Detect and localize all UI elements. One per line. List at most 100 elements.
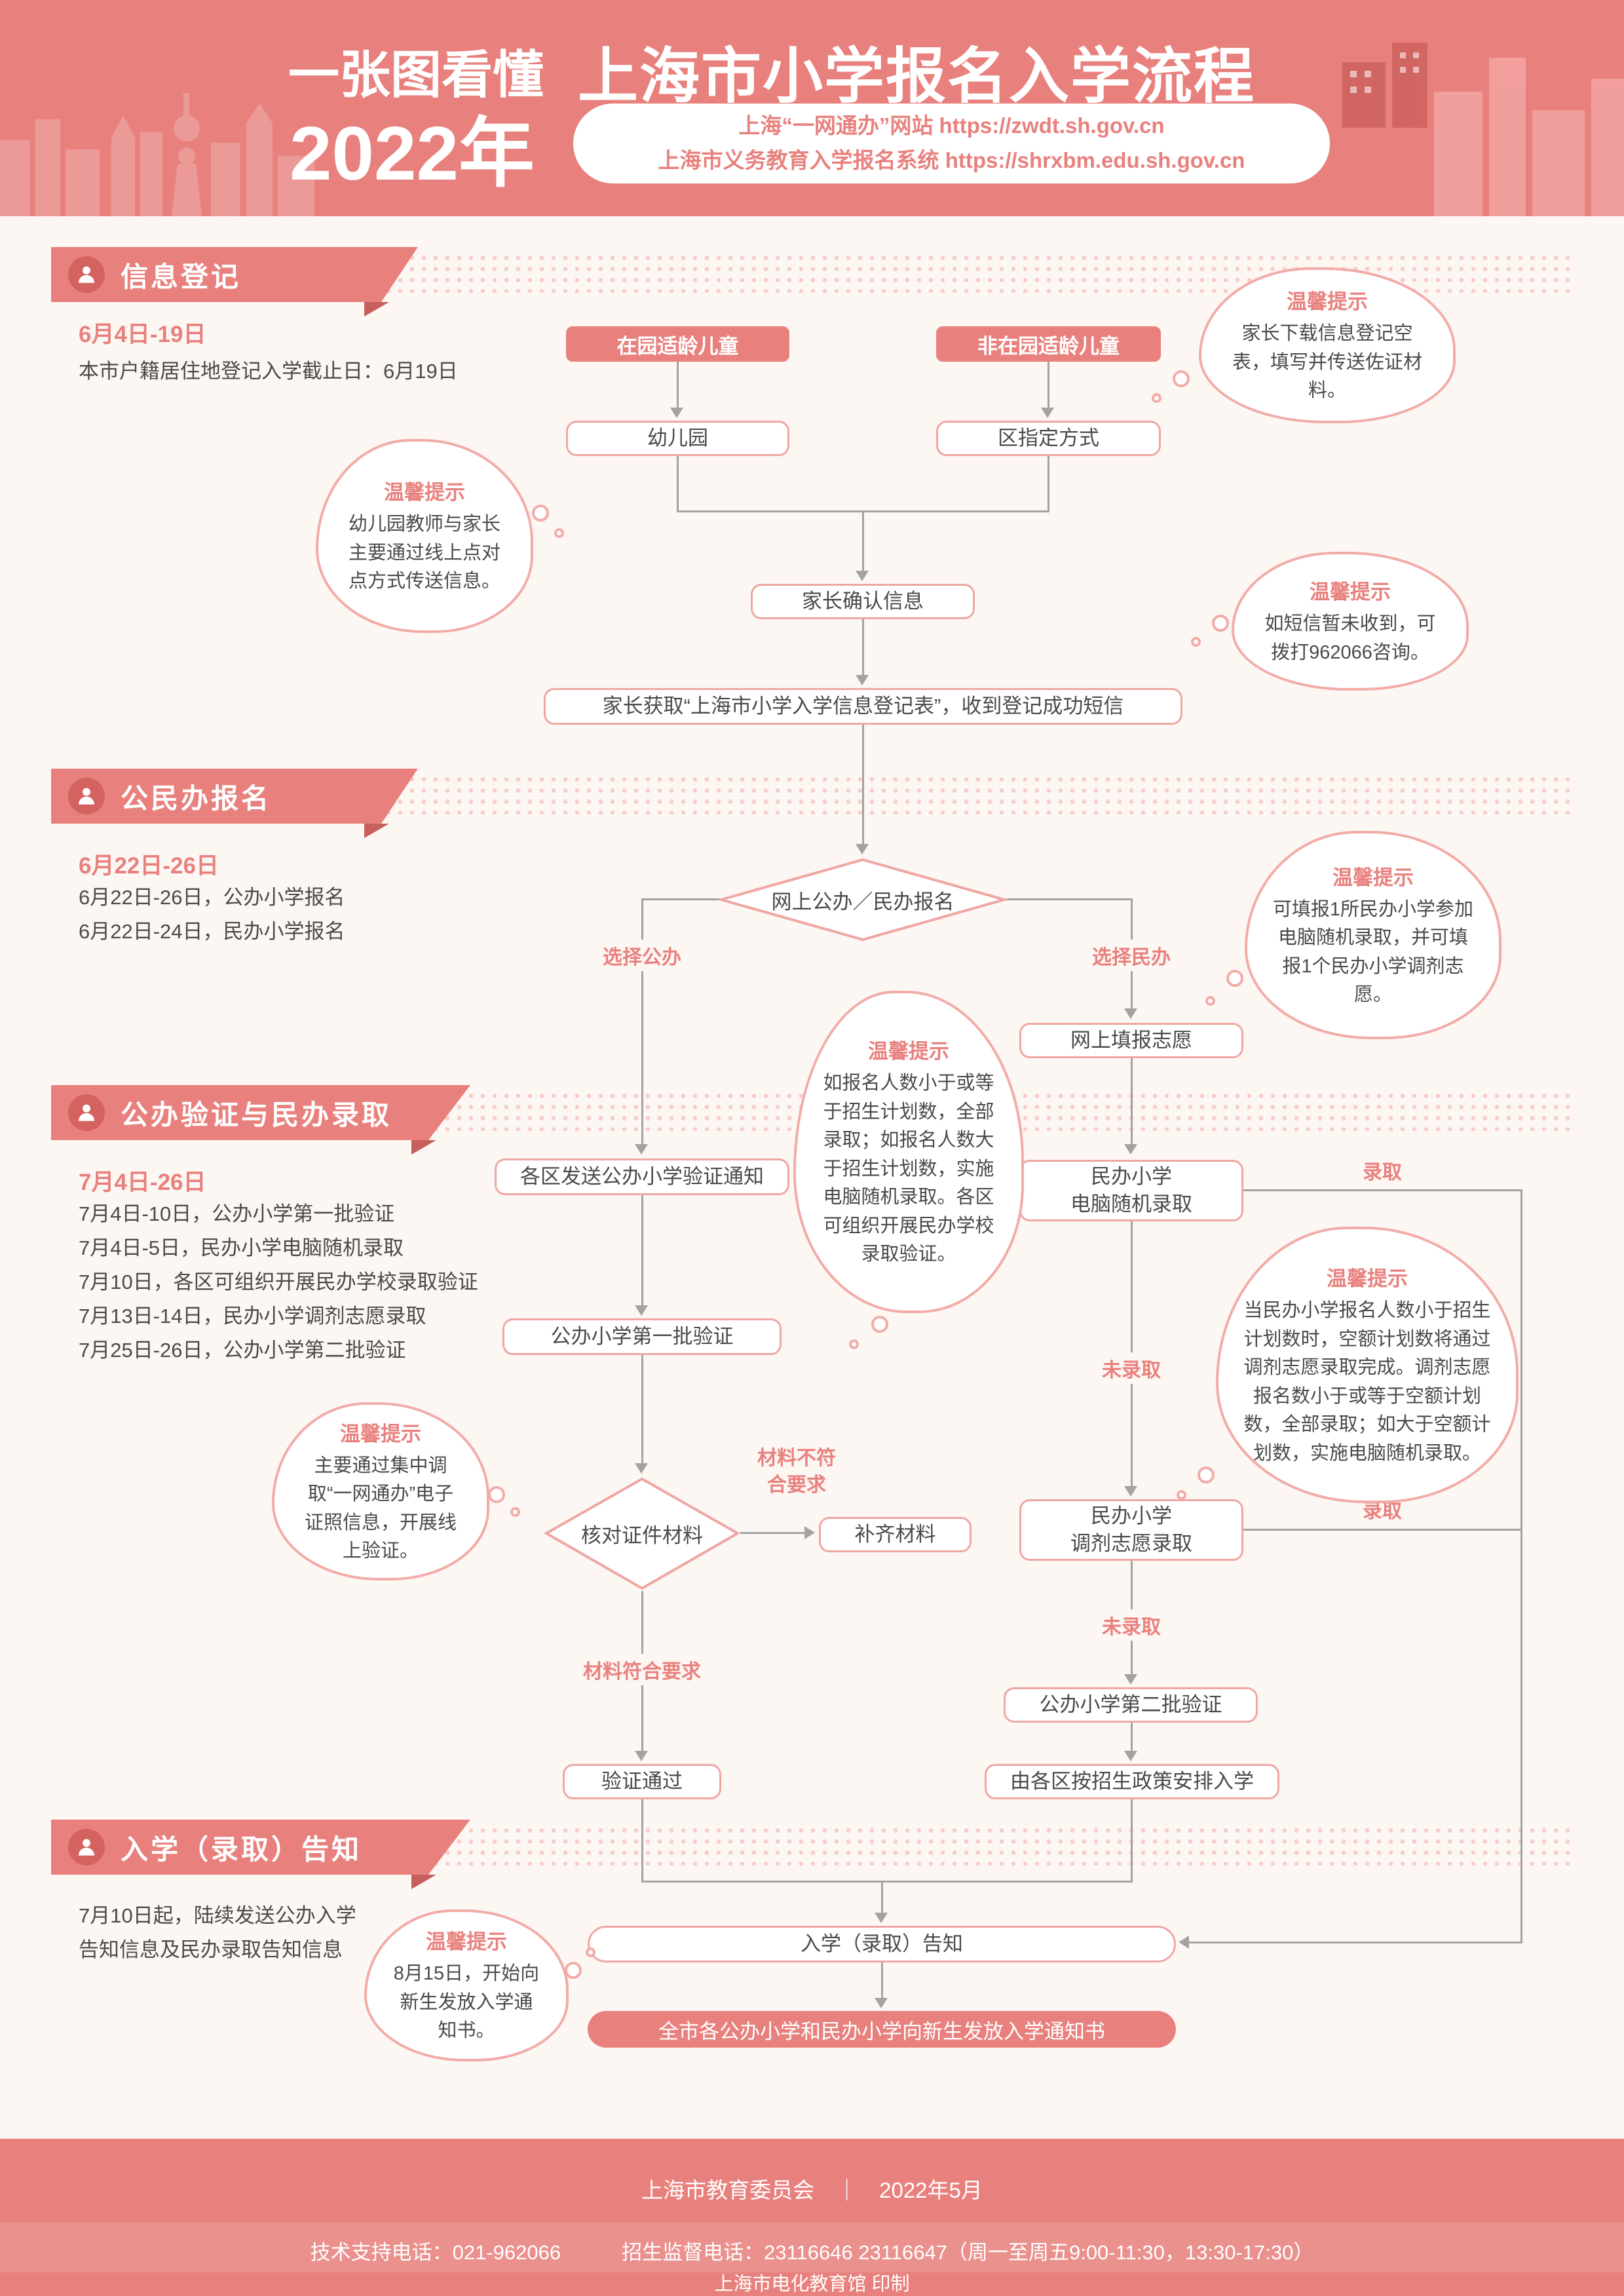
- flow-arrow: [670, 408, 683, 418]
- node-in-kindergarten: 在园适龄儿童: [566, 326, 789, 362]
- flow-arrow: [856, 844, 869, 854]
- section-banner-verify-admit: 公办验证与民办录取: [51, 1085, 470, 1140]
- flow-arrow: [635, 1751, 648, 1761]
- footer-phone-line: 技术支持电话：021-962066 招生监督电话：23116646 231166…: [310, 2241, 1314, 2264]
- bubble-tail: [1212, 615, 1229, 632]
- flow-line: [862, 725, 864, 844]
- flow-line: [1048, 362, 1049, 408]
- person-icon: [68, 1094, 105, 1131]
- tip-text: 如短信暂未收到，可拨打962066咨询。: [1264, 613, 1436, 663]
- decision-online-signup: 网上公办／民办报名: [719, 857, 1007, 942]
- bubble-tail: [1226, 970, 1243, 987]
- person-icon: [68, 256, 105, 293]
- flow-arrow: [635, 1305, 648, 1316]
- node-send-notice: 各区发送公办小学验证通知: [495, 1158, 789, 1195]
- node-district-arrange: 由各区按招生政策安排入学: [985, 1764, 1279, 1799]
- section-desc: 本市户籍居住地登记入学截止日：6月19日: [79, 360, 458, 383]
- flow-line: [1131, 1799, 1133, 1883]
- flow-arrow: [635, 1144, 648, 1155]
- node-private-adjust: 民办小学 调剂志愿录取: [1019, 1499, 1243, 1561]
- tip-title: 温馨提示: [1287, 290, 1368, 314]
- bubble-tail: [1152, 393, 1161, 403]
- tip-text: 主要通过集中调取“一网通办”电子证照信息，开展线上验证。: [304, 1455, 457, 1562]
- flow-line: [862, 619, 864, 675]
- bubble-tail: [565, 1962, 582, 1979]
- label-admitted: 录取: [1363, 1501, 1402, 1522]
- link-line-2: 上海市义务教育入学报名系统 https://shrxbm.edu.sh.gov.…: [658, 148, 1245, 172]
- tip-text: 家长下载信息登记空表，填写并传送佐证材料。: [1232, 323, 1422, 402]
- section-title: 入学（录取）告知: [121, 1833, 362, 1865]
- node-registration-form: 家长获取“上海市小学入学信息登记表”，收到登记成功短信: [544, 688, 1182, 725]
- tip-bubble-sms: 温馨提示 如短信暂未收到，可拨打962066咨询。: [1232, 552, 1469, 691]
- flow-arrow: [1124, 1674, 1137, 1685]
- tip-bubble-download-form: 温馨提示 家长下载信息登记空表，填写并传送佐证材料。: [1199, 267, 1456, 423]
- tip-bubble-online-verify: 温馨提示 主要通过集中调取“一网通办”电子证照信息，开展线上验证。: [272, 1402, 489, 1580]
- tip-title: 温馨提示: [384, 481, 465, 505]
- bubble-tail: [554, 528, 564, 538]
- bubble-tail: [488, 1486, 505, 1503]
- flow-line: [641, 1355, 643, 1463]
- label-admitted: 录取: [1363, 1162, 1402, 1183]
- person-icon: [68, 1829, 105, 1866]
- label-choose-private: 选择民办: [1086, 940, 1177, 971]
- banner-fold: [364, 824, 389, 838]
- flow-arrow: [1124, 1008, 1137, 1019]
- footer-band: [0, 2139, 1624, 2296]
- skyline-left-decoration: [0, 93, 314, 216]
- bubble-tail: [849, 1339, 859, 1349]
- footer-print-line: 上海市电化教育馆 印制: [714, 2274, 910, 2295]
- section-title: 公民办报名: [121, 782, 272, 814]
- header-links-pill: 上海“一网通办”网站 https://zwdt.sh.gov.cn 上海市义务教…: [573, 104, 1330, 183]
- header-band: 一张图看懂 2022年 上海市小学报名入学流程 上海“一网通办”网站 https…: [0, 0, 1624, 216]
- flow-line: [641, 898, 643, 1144]
- banner-fold: [411, 1875, 436, 1889]
- node-first-batch: 公办小学第一批验证: [502, 1318, 782, 1355]
- node-supplement: 补齐材料: [819, 1517, 972, 1552]
- label-not-admitted: 未录取: [1095, 1609, 1167, 1641]
- footer-org-line: 上海市教育委员会 ｜ 2022年5月: [641, 2178, 983, 2202]
- label-choose-public: 选择公办: [596, 940, 688, 971]
- section-date: 7月4日-26日: [79, 1170, 206, 1195]
- node-district-method: 区指定方式: [936, 421, 1161, 456]
- page-title: 上海市小学报名入学流程: [578, 43, 1256, 110]
- flow-line: [642, 898, 720, 900]
- tip-text: 如报名人数小于或等于招生计划数，全部录取；如报名人数大于招生计划数，实施电脑随机…: [823, 1073, 994, 1265]
- section-date: 6月22日-26日: [79, 853, 219, 879]
- section-title: 公办验证与民办录取: [121, 1099, 392, 1130]
- tip-bubble-lottery-rule: 温馨提示 如报名人数小于或等于招生计划数，全部录取；如报名人数大于招生计划数，实…: [793, 991, 1024, 1313]
- flow-arrow: [856, 571, 869, 581]
- label-material-fail: 材料不符 合要求: [757, 1447, 836, 1496]
- skyline-right-decoration: [1342, 43, 1624, 216]
- node-final-notice: 全市各公办小学和民办小学向新生发放入学通知书: [588, 2011, 1176, 2048]
- node-fill-volunteer: 网上填报志愿: [1019, 1023, 1243, 1058]
- section-desc: 6月22日-26日，公办小学报名 6月22日-24日，民办小学报名: [79, 886, 345, 944]
- header-year: 2022年: [290, 111, 535, 196]
- node-second-batch: 公办小学第二批验证: [1004, 1687, 1258, 1723]
- bubble-tail: [1173, 370, 1190, 387]
- bubble-tail: [871, 1316, 888, 1333]
- decision-label: 核对证件材料: [581, 1524, 703, 1547]
- section-banner-notify: 入学（录取）告知: [51, 1820, 470, 1875]
- section-desc: 7月10日起，陆续发送公办入学 告知信息及民办录取告知信息: [79, 1904, 356, 1962]
- node-admission-notice: 入学（录取）告知: [588, 1926, 1176, 1962]
- footer-strip: [0, 2223, 1624, 2272]
- label-not-admitted: 未录取: [1095, 1352, 1167, 1384]
- decision-label: 网上公办／民办报名: [771, 890, 954, 913]
- section-banner-registration: 信息登记: [51, 247, 418, 302]
- banner-fold: [364, 302, 389, 316]
- tip-title: 温馨提示: [1327, 1267, 1408, 1290]
- banner-fold: [411, 1140, 436, 1155]
- flow-line: [740, 1532, 804, 1534]
- flow-arrow: [875, 1998, 888, 2008]
- bubble-tail: [1191, 637, 1201, 647]
- tip-title: 温馨提示: [868, 1040, 949, 1063]
- tip-bubble-kindergarten: 温馨提示 幼儿园教师与家长主要通过线上点对点方式传送信息。: [316, 439, 533, 633]
- flow-line: [1189, 1942, 1522, 1943]
- bubble-tail: [586, 1947, 595, 1957]
- flow-line: [1007, 898, 1132, 900]
- flow-arrow: [1124, 1751, 1137, 1761]
- node-parent-confirm: 家长确认信息: [751, 584, 975, 619]
- bubble-tail: [510, 1507, 520, 1517]
- tip-title: 温馨提示: [426, 1930, 507, 1954]
